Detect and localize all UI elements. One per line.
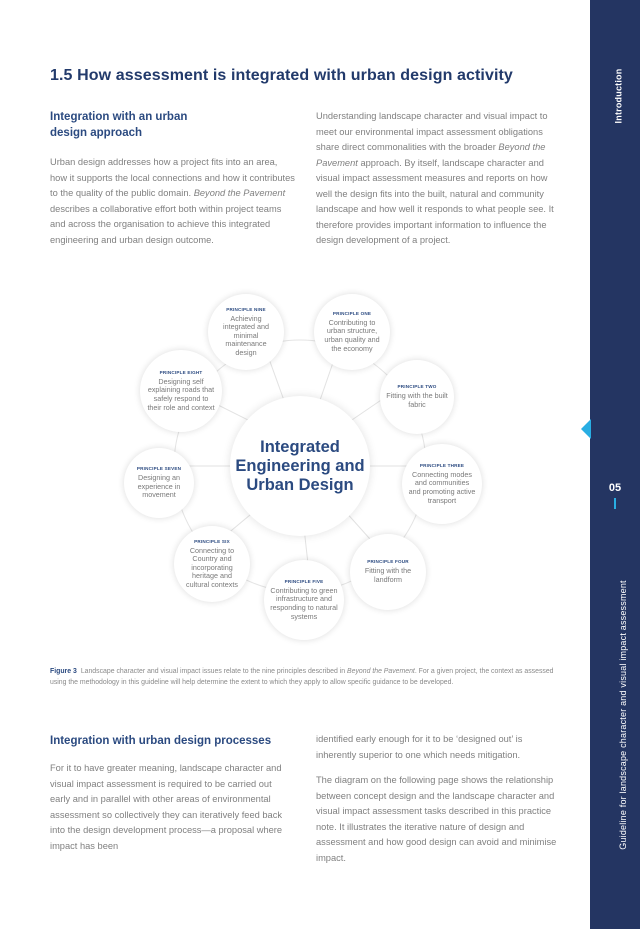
principle-text: Achieving integrated and minimal mainten… [223,313,269,357]
page-number: 05 [608,482,622,494]
figure-label: Figure 3 [50,668,77,675]
principle-label: PRINCIPLE FIVE [284,578,324,584]
principle-text: Contributing to urban structure, urban q… [324,317,380,353]
intro-left-column: Integration with an urban design approac… [50,109,295,248]
section-tab-introduction[interactable]: Introduction [610,36,627,156]
principles-diagram: Integrated Engineering and Urban Design … [110,290,490,642]
principle-text: Designing an experience in movement [137,473,181,500]
principle-label: PRINCIPLE SIX [194,538,230,544]
principle-label: PRINCIPLE EIGHT [159,369,203,375]
chapter-sidebar [590,0,640,929]
principle-three: PRINCIPLE THREE Connecting modes and com… [402,444,482,524]
principle-six: PRINCIPLE SIX Connecting to Country and … [174,526,250,602]
urban-approach-text-b: describes a collaborative effort both wi… [50,203,282,245]
beyond-pavement-ref: Beyond the Pavement [193,188,286,198]
section-pointer-arrow-icon [581,419,591,439]
figure-text-a: Landscape character and visual impact is… [80,668,348,675]
principle-label: PRINCIPLE THREE [419,462,465,468]
integrated-design-hub: Integrated Engineering and Urban Design [230,396,370,536]
principle-text: Contributing to green infrastructure and… [270,585,338,621]
figure-text-b: . For a given project, the context as as… [50,668,554,686]
section-title: 1.5 How assessment is integrated with ur… [50,67,513,84]
landscape-character-text-a: Understanding landscape character and vi… [316,111,548,152]
processes-para-2: The diagram on the following page shows … [316,775,557,863]
principle-label: PRINCIPLE SEVEN [136,466,182,472]
landscape-character-text: Understanding landscape character and vi… [316,109,566,249]
beyond-pavement-ref: Beyond the Pavement [316,142,546,168]
urban-approach-text: Urban design addresses how a project fit… [50,155,295,248]
processes-para-1: identified early enough for it to be ‘de… [316,734,523,760]
beyond-pavement-ref: Beyond the Pavement [347,668,415,675]
principle-label: PRINCIPLE NINE [226,306,266,312]
principle-seven: PRINCIPLE SEVEN Designing an experience … [124,448,194,518]
urban-processes-text: For it to have greater meaning, landscap… [50,763,283,851]
principle-text: Connecting modes and communities and pro… [408,469,476,505]
principle-one: PRINCIPLE ONE Contributing to urban stru… [314,294,390,370]
principle-label: PRINCIPLE TWO [397,384,437,390]
guideline-running-title: Guideline for landscape character and vi… [614,560,631,870]
principle-eight: PRINCIPLE EIGHT Designing self explainin… [140,350,222,432]
principle-text: Designing self explaining roads that saf… [147,376,215,412]
section-tab-label: Introduction [613,68,624,124]
principle-five: PRINCIPLE FIVE Contributing to green inf… [264,560,344,640]
principle-text: Fitting with the landform [364,566,412,584]
hub-title: Integrated Engineering and Urban Design [235,437,365,494]
urban-processes-heading: Integration with urban design processes [50,735,272,747]
processes-left-column: Integration with urban design processes … [50,733,290,854]
principle-nine: PRINCIPLE NINE Achieving integrated and … [208,294,284,370]
principle-label: PRINCIPLE FOUR [367,559,409,565]
urban-approach-heading: Integration with an urban design approac… [50,111,188,139]
principle-four: PRINCIPLE FOUR Fitting with the landform [350,534,426,610]
processes-right-column: identified early enough for it to be ‘de… [316,732,561,876]
guideline-title: Guideline for landscape character and vi… [617,580,628,850]
intro-right-column: Understanding landscape character and vi… [316,109,566,249]
urban-approach-text-a: Urban design addresses how a project fit… [50,157,295,198]
principle-two: PRINCIPLE TWO Fitting with the built fab… [380,360,454,434]
principle-text: Fitting with the built fabric [386,391,448,409]
landscape-character-text-b: approach. By itself, landscape character… [316,157,554,246]
page-number-tick [614,498,616,509]
principle-text: Connecting to Country and incorporating … [186,545,238,589]
principle-label: PRINCIPLE ONE [332,310,372,316]
